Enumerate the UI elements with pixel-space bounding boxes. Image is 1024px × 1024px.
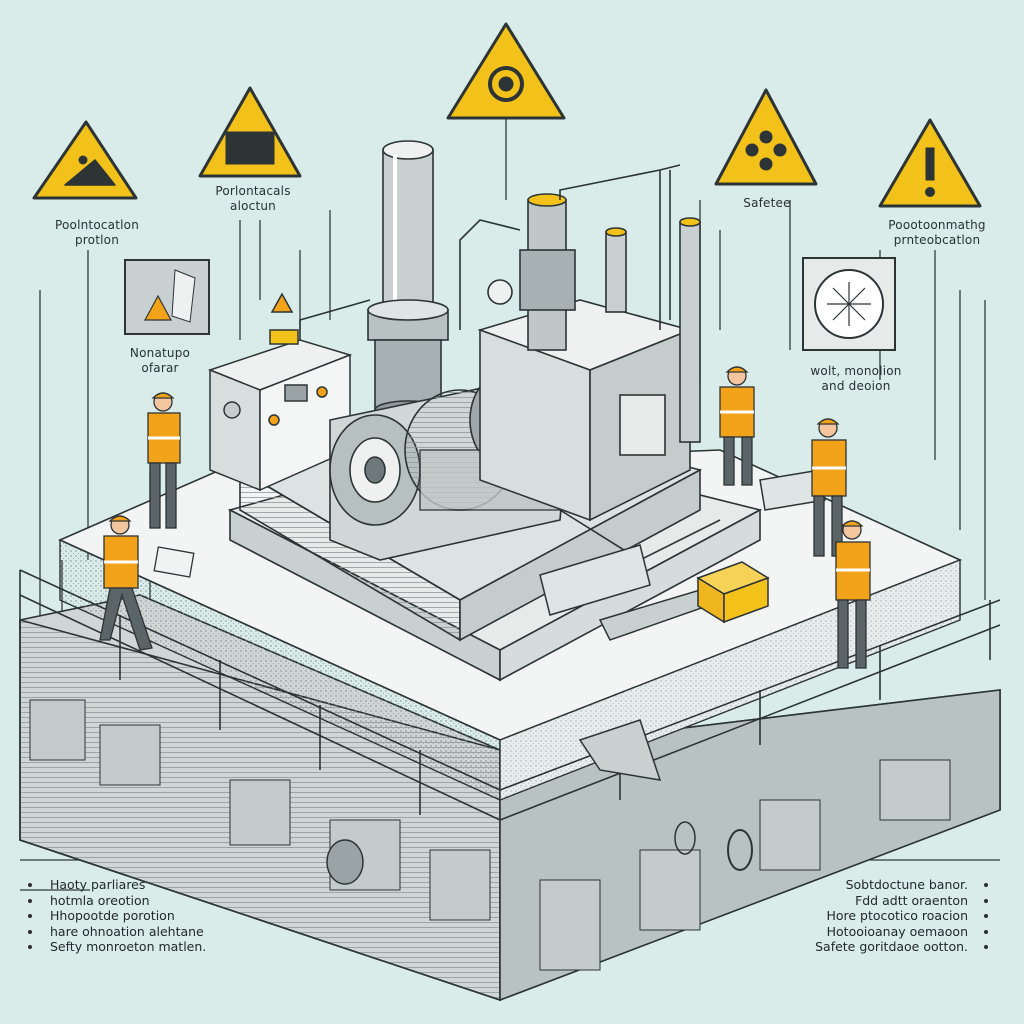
label-top-left: Poolntocatlon protlon	[22, 218, 172, 248]
list-item: Hore ptocotico roacion	[815, 908, 988, 924]
planks	[539, 469, 826, 781]
label-mid-right-line1: wolt, monolion	[810, 364, 902, 378]
worker-2	[99, 515, 195, 651]
bullet-list-left: Haoty parliares hotmla oreotion Hhopootd…	[28, 877, 206, 955]
list-item: Hhopootde porotion	[28, 908, 206, 924]
worker-3	[719, 366, 755, 486]
label-top-far-right-line1: Poootoonmathg	[888, 218, 986, 232]
bullet-list-right: Sobtdoctune banor. Fdd adtt oraenton Hor…	[815, 877, 988, 955]
label-mid-right-line2: and deoion	[821, 379, 891, 393]
label-mid-left: Nonatupo ofarar	[100, 346, 220, 376]
warning-signs	[32, 22, 982, 208]
label-top-right-line1: Safetee	[743, 196, 791, 210]
list-item: Hotooioanay oemaoon	[815, 924, 988, 940]
cylinder-column	[367, 140, 449, 420]
square-signs	[124, 257, 896, 351]
list-item: Safete goritdaoe ootton.	[815, 939, 988, 955]
worker-5	[835, 520, 871, 669]
list-item: Haoty parliares	[28, 877, 206, 893]
machine-tower	[477, 164, 701, 522]
label-mid-left-line1: Nonatupo	[129, 346, 191, 360]
yellow-crate	[696, 561, 770, 624]
gear-warning-sign	[446, 22, 566, 120]
list-item: hotmla oreotion	[28, 893, 206, 909]
list-item: Sefty monroeton matlen.	[28, 939, 206, 955]
label-top-right: Safetee	[712, 196, 822, 211]
safety-railing	[19, 569, 1001, 821]
label-top-far-right-line2: prnteobcatlon	[893, 233, 981, 247]
list-item: Fdd adtt oraenton	[815, 893, 988, 909]
list-item: Sobtdoctune banor.	[815, 877, 988, 893]
list-item: hare ohnoation alehtane	[28, 924, 206, 940]
label-top-left-line1: Poolntocatlon	[54, 218, 140, 232]
control-cabinet	[207, 292, 353, 492]
workers	[99, 366, 871, 669]
label-top-center-left: Porlontacals aloctun	[178, 184, 328, 214]
hazard-panel-sign	[124, 259, 210, 335]
label-top-center-left-line1: Porlontacals	[215, 184, 291, 198]
label-top-center-left-line2: aloctun	[230, 199, 276, 213]
label-top-far-right: Poootoonmathg prnteobcatlon	[862, 218, 1012, 248]
label-top-left-line2: protlon	[74, 233, 119, 247]
label-mid-left-line2: ofarar	[141, 361, 179, 375]
label-mid-right: wolt, monolion and deoion	[786, 364, 926, 394]
worker-1	[147, 392, 181, 529]
worker-4	[811, 418, 847, 557]
